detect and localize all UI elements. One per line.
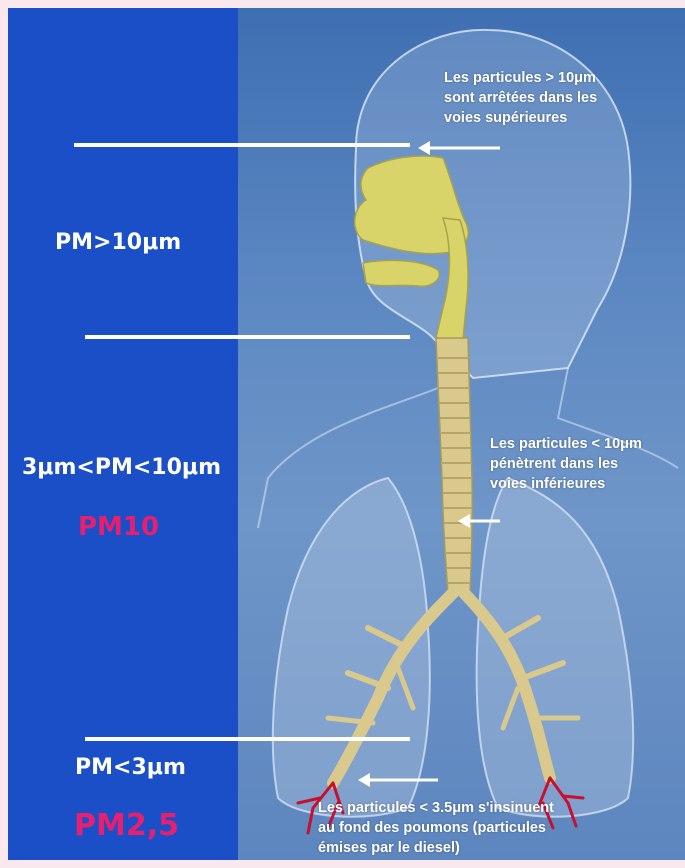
- label-pm25-class: PM2,5: [74, 808, 179, 843]
- respiratory-tract-illustration: Les particules > 10μm sont arrêtées dans…: [238, 8, 685, 860]
- caption-upper-airways: Les particules > 10μm sont arrêtées dans…: [444, 68, 597, 128]
- caption-alveoli: Les particules < 3.5μm s'insinuent au fo…: [318, 798, 554, 858]
- caption-lower-line-3: émises par le diesel): [318, 838, 554, 858]
- caption-upper-line-1: Les particules > 10μm: [444, 68, 597, 88]
- caption-lower-line-2: au fond des poumons (particules: [318, 818, 554, 838]
- caption-middle-line-3: voies inférieures: [490, 474, 642, 494]
- trachea: [436, 338, 472, 593]
- divider-upper: [74, 143, 410, 147]
- caption-middle-line-2: pénètrent dans les: [490, 454, 642, 474]
- caption-upper-line-3: voies supérieures: [444, 108, 597, 128]
- label-pm-3-to-10: 3μm<PM<10μm: [22, 455, 221, 480]
- caption-lower-line-1: Les particules < 3.5μm s'insinuent: [318, 798, 554, 818]
- label-pm-over-10: PM>10μm: [55, 230, 181, 255]
- caption-middle-line-1: Les particules < 10μm: [490, 434, 642, 454]
- caption-upper-line-2: sont arrêtées dans les: [444, 88, 597, 108]
- label-pm10-class: PM10: [78, 512, 159, 542]
- label-pm-under-3: PM<3μm: [75, 755, 186, 780]
- caption-lower-airways: Les particules < 10μm pénètrent dans les…: [490, 434, 642, 494]
- size-classes-panel: [8, 8, 238, 860]
- divider-middle: [85, 335, 410, 339]
- divider-lower: [85, 737, 410, 741]
